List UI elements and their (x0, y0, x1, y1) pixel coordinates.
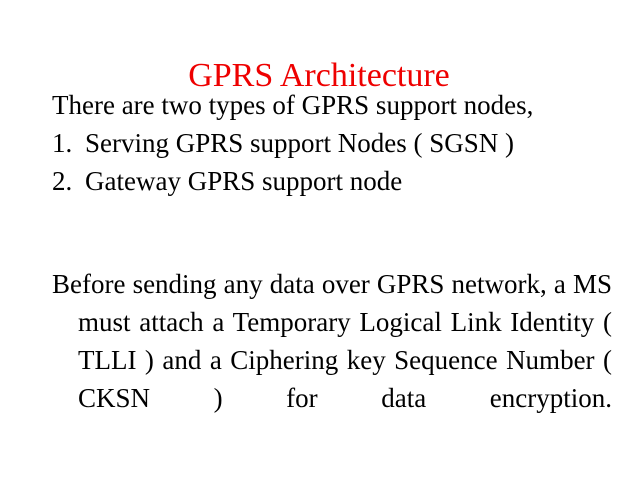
list-item: 2. Gateway GPRS support node (52, 162, 586, 200)
list-item-label: Gateway GPRS support node (85, 166, 403, 196)
list-item: 1. Serving GPRS support Nodes ( SGSN ) (52, 124, 586, 162)
list-item-marker: 2. (52, 166, 73, 196)
page-title: GPRS Architecture (188, 56, 450, 94)
blank-line-spacer (52, 200, 586, 238)
body-paragraph: Before sending any data over GPRS networ… (52, 269, 612, 413)
list-item-label: Serving GPRS support Nodes ( SGSN ) (85, 128, 515, 158)
list-item-marker: 1. (52, 128, 73, 158)
slide-body: There are two types of GPRS support node… (52, 86, 612, 478)
intro-text: There are two types of GPRS support node… (52, 90, 534, 120)
